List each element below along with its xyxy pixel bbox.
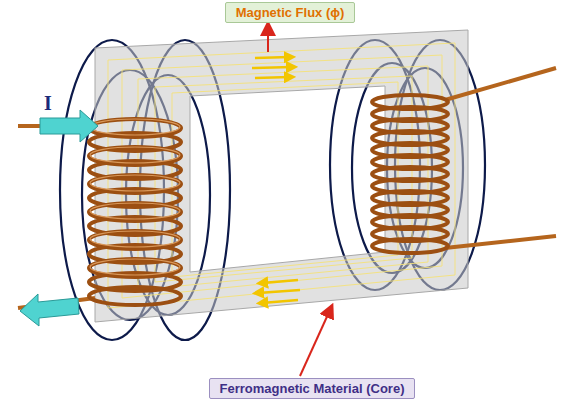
flux-label-box: Magnetic Flux (ϕ) <box>225 2 356 23</box>
box-text: Magnetic Flux (ϕ) <box>236 5 345 20</box>
current-arrow <box>40 110 98 142</box>
leader-line <box>300 310 330 376</box>
secondary-coil <box>372 68 556 253</box>
primary-coil <box>18 119 181 308</box>
flux-arrows <box>252 57 300 303</box>
box-text: Ferromagnetic Material (Core) <box>220 381 405 396</box>
current-label: I <box>44 92 52 115</box>
leader-line <box>267 28 269 52</box>
current-arrow <box>20 294 79 326</box>
core-label-box: Ferromagnetic Material (Core) <box>209 378 416 399</box>
